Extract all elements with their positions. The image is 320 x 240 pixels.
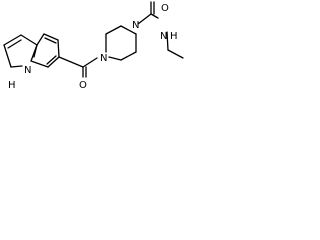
indole-pyrrole-ring	[3, 34, 38, 68]
carbonyl-linker	[58, 56, 98, 78]
urea-group	[137, 1, 184, 59]
urea-h-label: H	[170, 31, 178, 42]
indole-nh-label: H	[8, 80, 16, 91]
indole-benzene-ring	[30, 33, 60, 68]
urea-n-label: N	[160, 31, 167, 42]
piperazine-n1-label: N	[100, 53, 107, 64]
indole-n-label: N	[24, 65, 31, 76]
piperazine-n4-label: N	[132, 20, 139, 31]
piperazine-ring	[105, 25, 137, 61]
urea-oxygen-label: O	[161, 3, 169, 14]
carbonyl-oxygen-label: O	[79, 80, 87, 91]
molecule-structure: H N O N N O N H	[3, 1, 184, 91]
